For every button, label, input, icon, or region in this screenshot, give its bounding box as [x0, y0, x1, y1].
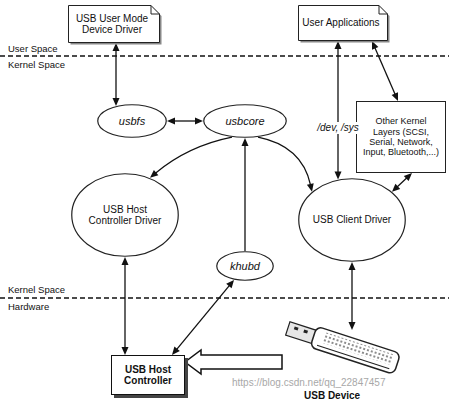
node-label-group: usbcore	[225, 115, 264, 128]
driver-ellipse: USB Client Driver	[298, 178, 406, 262]
arrowhead	[122, 347, 129, 355]
arrowhead	[172, 347, 180, 355]
node-label-group: USB Host Controller Driver	[83, 204, 167, 227]
arrowhead	[404, 173, 412, 181]
connector	[335, 41, 342, 179]
connector	[150, 137, 232, 178]
document-shape: User Applications	[298, 5, 388, 41]
space-label: Kernel Space	[8, 59, 65, 70]
node-label-group: USB User Mode Device Driver	[72, 13, 152, 36]
node-text: USB Host Controller	[116, 364, 180, 387]
arrowhead	[167, 118, 175, 125]
document-fold	[379, 6, 388, 15]
usb-body	[310, 326, 400, 374]
arrowhead	[349, 322, 356, 330]
node-text: User Applications	[302, 17, 380, 29]
connector-line	[155, 137, 232, 173]
arrowhead	[392, 92, 398, 101]
body-edge	[317, 345, 389, 368]
node-text: USB Client Driver	[313, 214, 391, 226]
connector	[122, 257, 129, 355]
connector	[372, 41, 398, 101]
node-label-group: USB Client Driver	[313, 214, 391, 226]
arrowhead	[150, 170, 158, 178]
document-border	[299, 6, 388, 41]
arrowhead	[195, 118, 203, 125]
ellipse-border	[204, 105, 287, 138]
node-text: usbfs	[119, 115, 145, 128]
ellipse-border	[299, 179, 406, 262]
space-label: Kernel Space	[8, 284, 65, 295]
connector	[242, 138, 249, 251]
ellipse-border	[98, 105, 167, 138]
usb-device-illustration	[282, 320, 405, 380]
driver-ellipse: USB Host Controller Driver	[71, 173, 179, 257]
connector	[258, 137, 314, 192]
connector-line	[397, 178, 407, 187]
body-texture	[322, 332, 394, 365]
module-ellipse: usbfs	[97, 104, 167, 138]
ellipse-border	[217, 252, 274, 281]
connector-line	[244, 145, 245, 251]
node-label-group: USB Host Controller	[116, 364, 180, 387]
space-label: User Space	[8, 43, 58, 54]
node-label-group: khubd	[230, 260, 260, 273]
arrowhead	[349, 262, 356, 270]
hollow-arrow-outline	[185, 350, 282, 374]
module-ellipse: usbcore	[203, 104, 287, 138]
node-label-group: USB Device	[304, 390, 360, 402]
connector-line	[124, 264, 125, 348]
arrowhead	[242, 138, 249, 146]
node-text: USB User Mode Device Driver	[72, 13, 152, 36]
connector	[392, 173, 412, 192]
connector-line	[258, 137, 311, 185]
connector-line	[174, 120, 196, 121]
connector-line	[177, 285, 230, 349]
hollow-arrow	[185, 350, 282, 374]
arrowhead	[113, 98, 120, 106]
node-text: khubd	[230, 260, 260, 273]
plug-hole	[294, 326, 299, 330]
connector	[172, 280, 234, 355]
document-fold	[151, 6, 160, 15]
connector	[113, 43, 120, 106]
connector-line	[375, 47, 395, 94]
arrowhead	[307, 183, 314, 192]
connector-line	[115, 50, 116, 99]
hardware-box: USB Host Controller	[111, 355, 185, 395]
dashed-divider	[0, 55, 449, 56]
space-label: Hardware	[8, 301, 49, 312]
document-shape: USB User Mode Device Driver	[68, 5, 160, 43]
ellipse-border	[72, 174, 179, 257]
layer-box: Other Kernel Layers (SCSI, Serial, Netwo…	[356, 101, 446, 173]
node-text: usbcore	[225, 115, 264, 128]
connector-line	[337, 48, 338, 172]
connector	[349, 262, 356, 330]
node-text: USB Host Controller Driver	[83, 204, 167, 227]
document-border	[69, 6, 160, 43]
connector	[167, 118, 203, 125]
usb-device: USB Device	[282, 330, 405, 406]
dashed-divider	[0, 297, 449, 298]
edge-label: /dev, /sys	[315, 122, 361, 134]
arrowhead	[335, 171, 342, 179]
node-text: Other Kernel Layers (SCSI, Serial, Netwo…	[361, 116, 441, 157]
node-text: USB Device	[304, 390, 360, 402]
plug-hole	[303, 330, 308, 334]
connector-line	[351, 269, 352, 323]
watermark: https://blog.csdn.net/qq_22847457	[232, 377, 385, 389]
node-label-group: Other Kernel Layers (SCSI, Serial, Netwo…	[361, 116, 441, 157]
arrowhead	[392, 184, 400, 192]
usb-stick	[284, 320, 400, 374]
arrowhead	[226, 280, 234, 288]
module-ellipse: khubd	[216, 251, 274, 281]
node-label-group: usbfs	[119, 115, 145, 128]
arrowhead	[122, 257, 129, 265]
node-label-group: User Applications	[302, 17, 380, 29]
